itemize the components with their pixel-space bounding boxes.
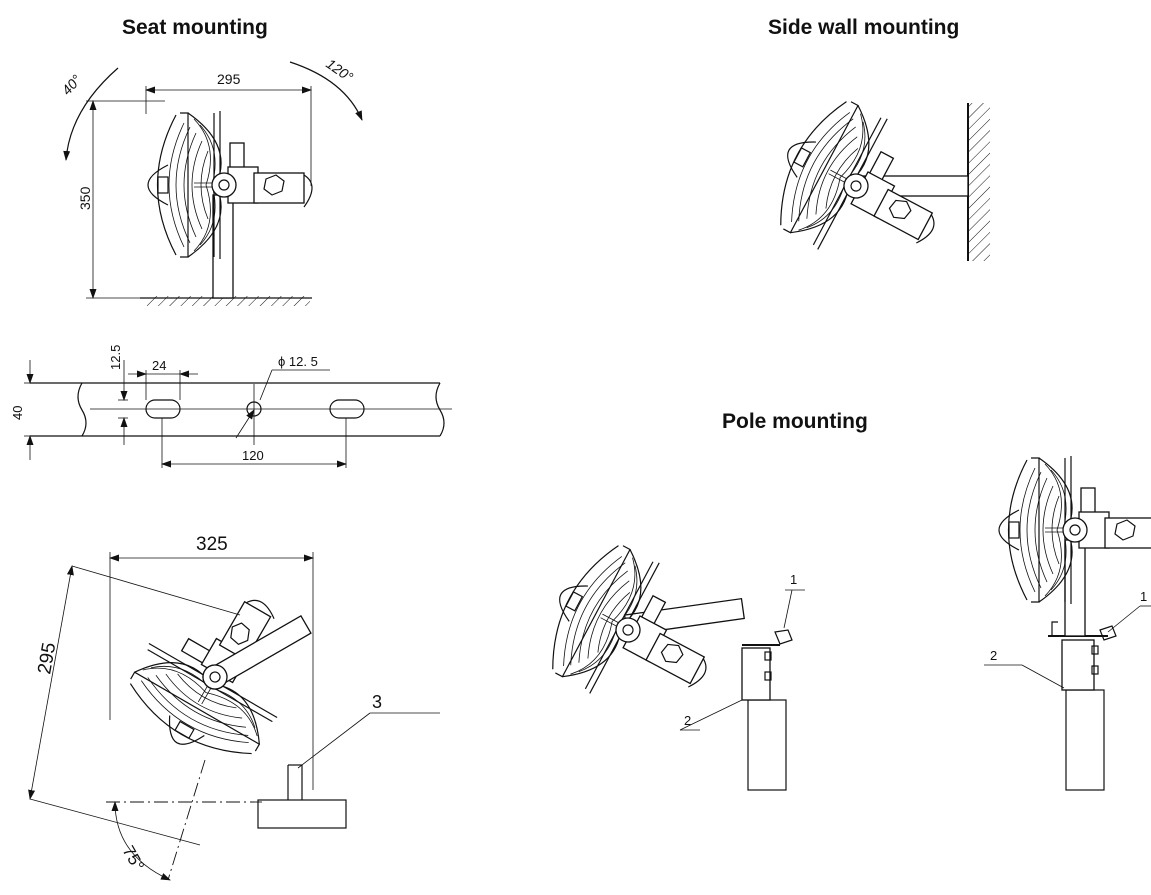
- dim-height-top: 350: [77, 186, 93, 210]
- callout-pole-right-2: 2: [990, 648, 997, 663]
- seat-dimension-295: 295: [145, 71, 312, 186]
- dim-angle-left: 40°: [58, 71, 84, 98]
- dim-width-top: 295: [217, 71, 241, 87]
- pole-mounting-title: Pole mounting: [722, 410, 868, 433]
- dim-hole-spacing: 120: [242, 448, 264, 463]
- seat-mounting-title: Seat mounting: [122, 16, 268, 39]
- dim-hole-diameter: ϕ 12. 5: [278, 354, 318, 369]
- dim-diagonal-length: 295: [34, 641, 60, 676]
- seat-rotation-arcs: 40° 120°: [58, 55, 363, 161]
- callout-seat-part: 3: [372, 692, 382, 712]
- callout-pole-right-1: 1: [1140, 589, 1147, 604]
- bracket-detail: 40 12.5 24 ϕ 12. 5 120: [10, 345, 452, 468]
- side-wall-mounting-title: Side wall mounting: [768, 16, 960, 39]
- seat-mounting-side-view: [140, 110, 313, 306]
- dim-slot-length: 24: [152, 358, 166, 373]
- seat-dimension-350: 350: [77, 100, 165, 299]
- dim-slot-offset: 12.5: [108, 345, 123, 370]
- pole-mounting-right: 1 2: [984, 455, 1151, 791]
- dim-width-bottom: 325: [196, 534, 228, 555]
- seat-tilted-view: [106, 563, 347, 881]
- callout-pole-left-1: 1: [790, 572, 797, 587]
- seat-tilted-dimensions: 325 295 75° 3: [28, 534, 440, 881]
- callout-pole-left-2: 2: [684, 713, 691, 728]
- dim-bracket-height: 40: [10, 406, 25, 420]
- side-wall-view: [753, 84, 990, 294]
- dim-tilt-angle: 75°: [119, 843, 148, 875]
- pole-mounting-left: 1 2: [525, 528, 805, 791]
